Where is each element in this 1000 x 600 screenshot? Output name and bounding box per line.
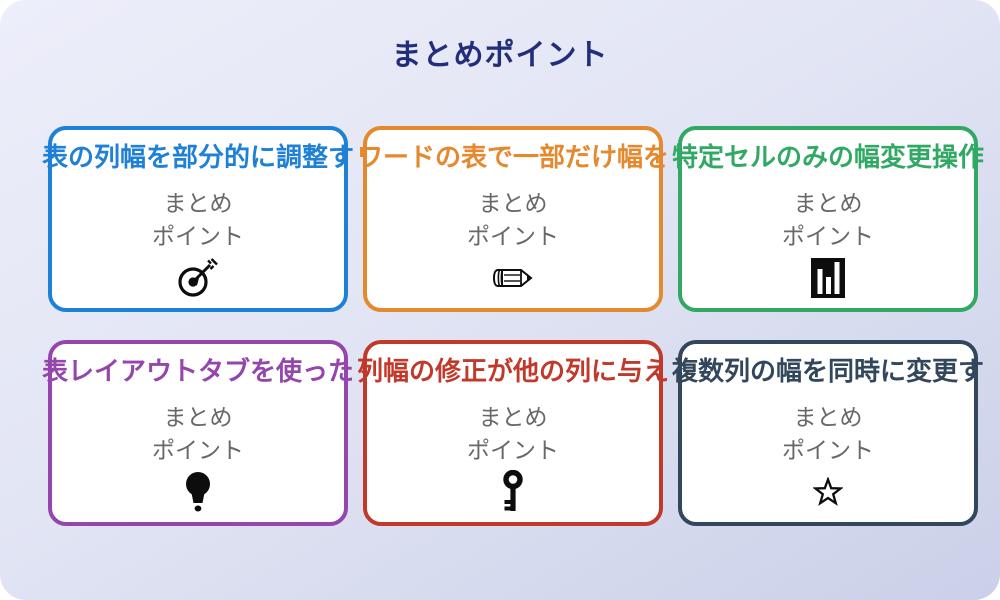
card-subtitle-line2: ポイント: [782, 438, 874, 464]
card-subtitle: まとめ ポイント: [467, 402, 559, 468]
card-subtitle-line1: まとめ: [793, 191, 863, 217]
card-subtitle: まとめ ポイント: [152, 402, 244, 468]
card-subtitle-line2: ポイント: [152, 438, 244, 464]
card-subtitle: まとめ ポイント: [782, 188, 874, 254]
card-title: 特定セルのみの幅変更操作: [672, 143, 985, 173]
card-subtitle-line1: まとめ: [163, 191, 233, 217]
card-subtitle: まとめ ポイント: [467, 188, 559, 254]
card-subtitle-line2: ポイント: [152, 224, 244, 250]
card-partial-width-word-table: ワードの表で一部だけ幅を まとめ ポイント: [357, 126, 669, 312]
card-multi-column-width: 複数列の幅を同時に変更す まとめ ポイント: [672, 340, 984, 526]
card-title: 列幅の修正が他の列に与え: [357, 357, 670, 387]
card-subtitle-line1: まとめ: [478, 191, 548, 217]
card-title: 表レイアウトタブを使った: [42, 357, 355, 387]
card-subtitle-line2: ポイント: [467, 224, 559, 250]
card-subtitle-line1: まとめ: [793, 405, 863, 431]
lightbulb-icon: [183, 471, 213, 513]
card-width-change-impact: 列幅の修正が他の列に与え まとめ ポイント: [357, 340, 669, 526]
card-title: ワードの表で一部だけ幅を: [357, 143, 670, 173]
card-table-layout-tab: 表レイアウトタブを使った まとめ ポイント: [42, 340, 354, 526]
card-subtitle: まとめ ポイント: [782, 402, 874, 468]
star-icon: [813, 471, 843, 513]
card-adjust-column-width: 表の列幅を部分的に調整す まとめ ポイント: [42, 126, 354, 312]
card-subtitle-line2: ポイント: [467, 438, 559, 464]
card-subtitle-line1: まとめ: [163, 405, 233, 431]
bar-chart-icon: [808, 257, 848, 299]
pencil-icon: [490, 257, 536, 299]
card-subtitle-line1: まとめ: [478, 405, 548, 431]
card-title: 表の列幅を部分的に調整す: [42, 143, 355, 173]
card-grid: 表の列幅を部分的に調整す まとめ ポイント ワードの表で一部だけ幅を: [42, 126, 984, 526]
target-icon: [177, 257, 219, 299]
key-icon: [501, 470, 525, 513]
card-specific-cell-width: 特定セルのみの幅変更操作 まとめ ポイント: [672, 126, 984, 312]
card-title: 複数列の幅を同時に変更す: [672, 357, 985, 387]
page-title: まとめポイント: [391, 38, 609, 73]
card-subtitle: まとめ ポイント: [152, 188, 244, 254]
card-subtitle-line2: ポイント: [782, 224, 874, 250]
